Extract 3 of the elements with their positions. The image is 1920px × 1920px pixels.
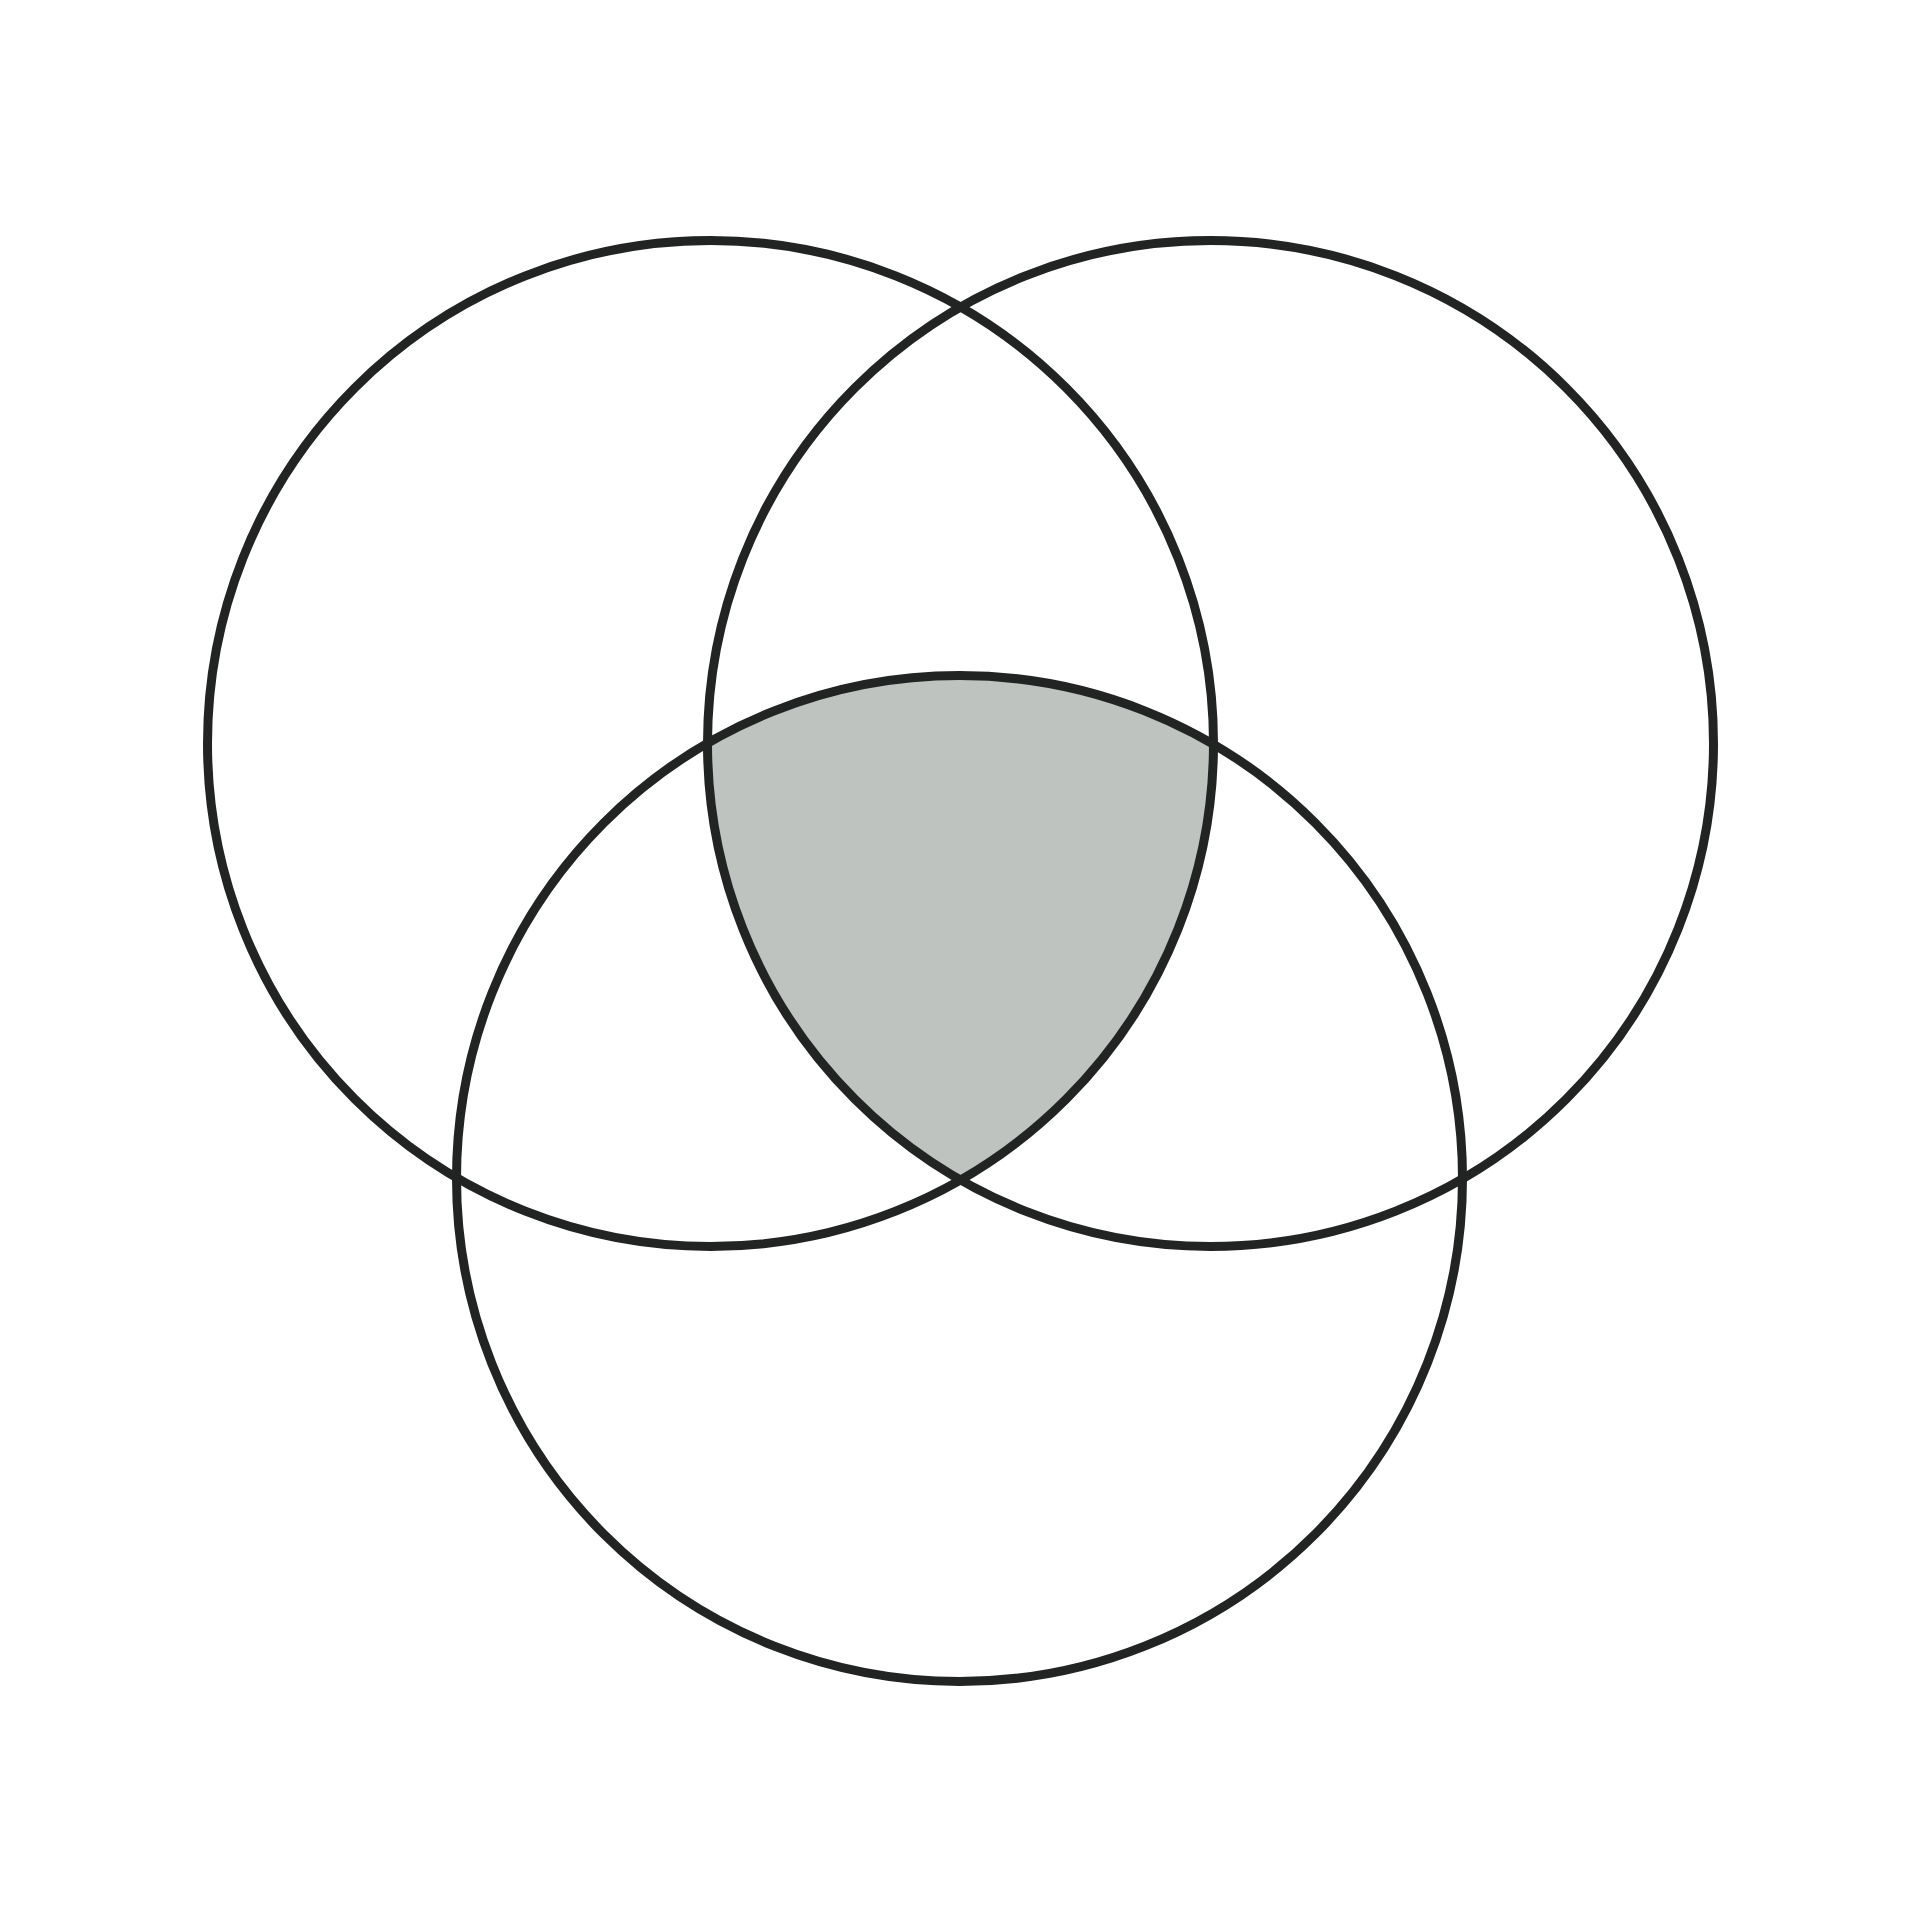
- venn-circle: [702, 235, 1718, 1251]
- venn-circle: [451, 670, 1467, 1686]
- venn-circle: [202, 235, 1218, 1251]
